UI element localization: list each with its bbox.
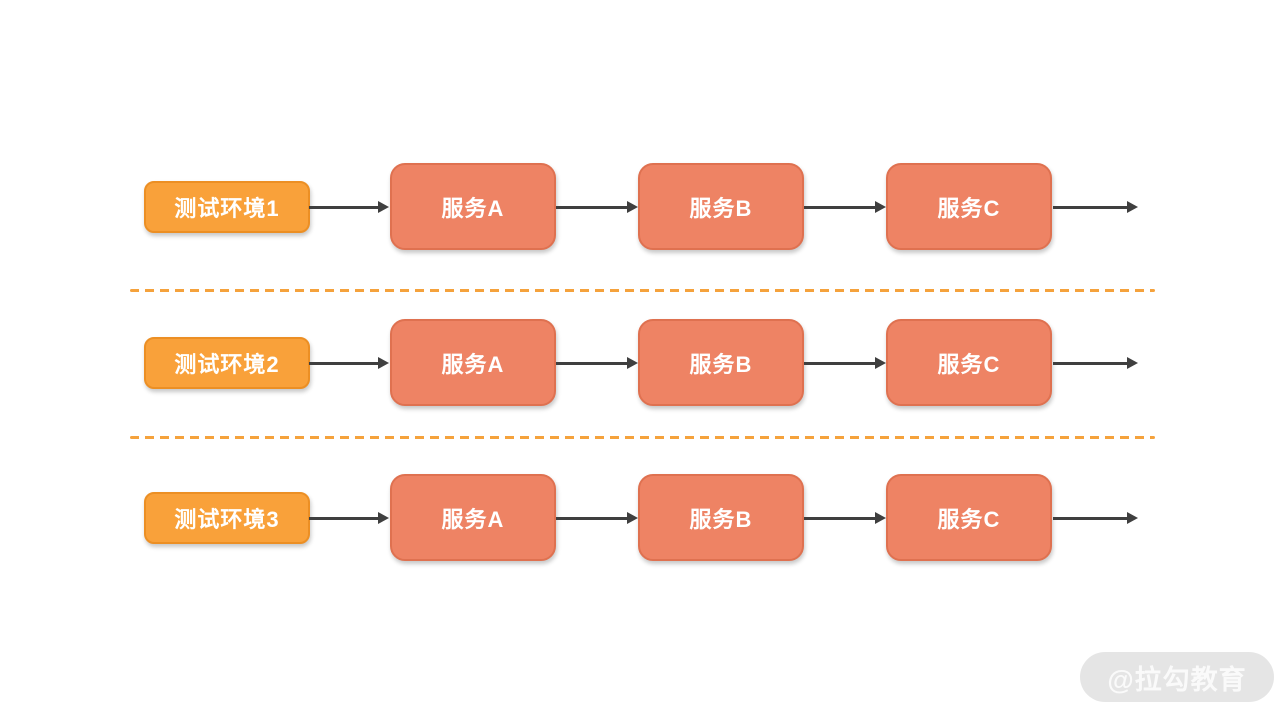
arrow-right-icon — [309, 512, 389, 524]
service-label: 服务A — [441, 506, 505, 532]
arrow-right-icon — [804, 201, 886, 213]
service-label: 服务C — [937, 506, 1001, 532]
dashed-separator-2 — [130, 436, 1155, 439]
service-box: 服务C — [886, 163, 1052, 250]
arrow-right-icon — [1053, 357, 1138, 369]
service-label: 服务B — [689, 195, 753, 221]
service-box: 服务B — [638, 474, 804, 561]
service-label: 服务C — [937, 195, 1001, 221]
arrow-right-icon — [556, 357, 638, 369]
service-label: 服务B — [689, 351, 753, 377]
service-label: 服务C — [937, 351, 1001, 377]
service-box: 服务C — [886, 474, 1052, 561]
test-environment-box: 测试环境1 — [144, 181, 310, 233]
arrow-right-icon — [309, 201, 389, 213]
pipeline-row: 测试环境3 服务A 服务B 服务C — [0, 473, 1280, 563]
service-label: 服务A — [441, 351, 505, 377]
arrow-right-icon — [309, 357, 389, 369]
pipeline-row: 测试环境2 服务A 服务B 服务C — [0, 318, 1280, 408]
dashed-separator-1 — [130, 289, 1155, 292]
service-box: 服务A — [390, 163, 556, 250]
test-environment-box: 测试环境3 — [144, 492, 310, 544]
pipeline-row: 测试环境1 服务A 服务B 服务C — [0, 162, 1280, 252]
test-environment-label: 测试环境3 — [174, 507, 280, 532]
test-environment-box: 测试环境2 — [144, 337, 310, 389]
service-label: 服务A — [441, 195, 505, 221]
arrow-right-icon — [556, 512, 638, 524]
arrow-right-icon — [1053, 512, 1138, 524]
service-box: 服务A — [390, 474, 556, 561]
test-environment-label: 测试环境2 — [174, 352, 280, 377]
arrow-right-icon — [804, 512, 886, 524]
test-environment-label: 测试环境1 — [174, 196, 280, 221]
arrow-right-icon — [804, 357, 886, 369]
arrow-right-icon — [1053, 201, 1138, 213]
service-box: 服务B — [638, 163, 804, 250]
watermark-text: @拉勾教育 — [1107, 664, 1247, 695]
service-box: 服务A — [390, 319, 556, 406]
service-label: 服务B — [689, 506, 753, 532]
arrow-right-icon — [556, 201, 638, 213]
service-box: 服务B — [638, 319, 804, 406]
service-box: 服务C — [886, 319, 1052, 406]
watermark-badge: @拉勾教育 — [1080, 652, 1274, 702]
